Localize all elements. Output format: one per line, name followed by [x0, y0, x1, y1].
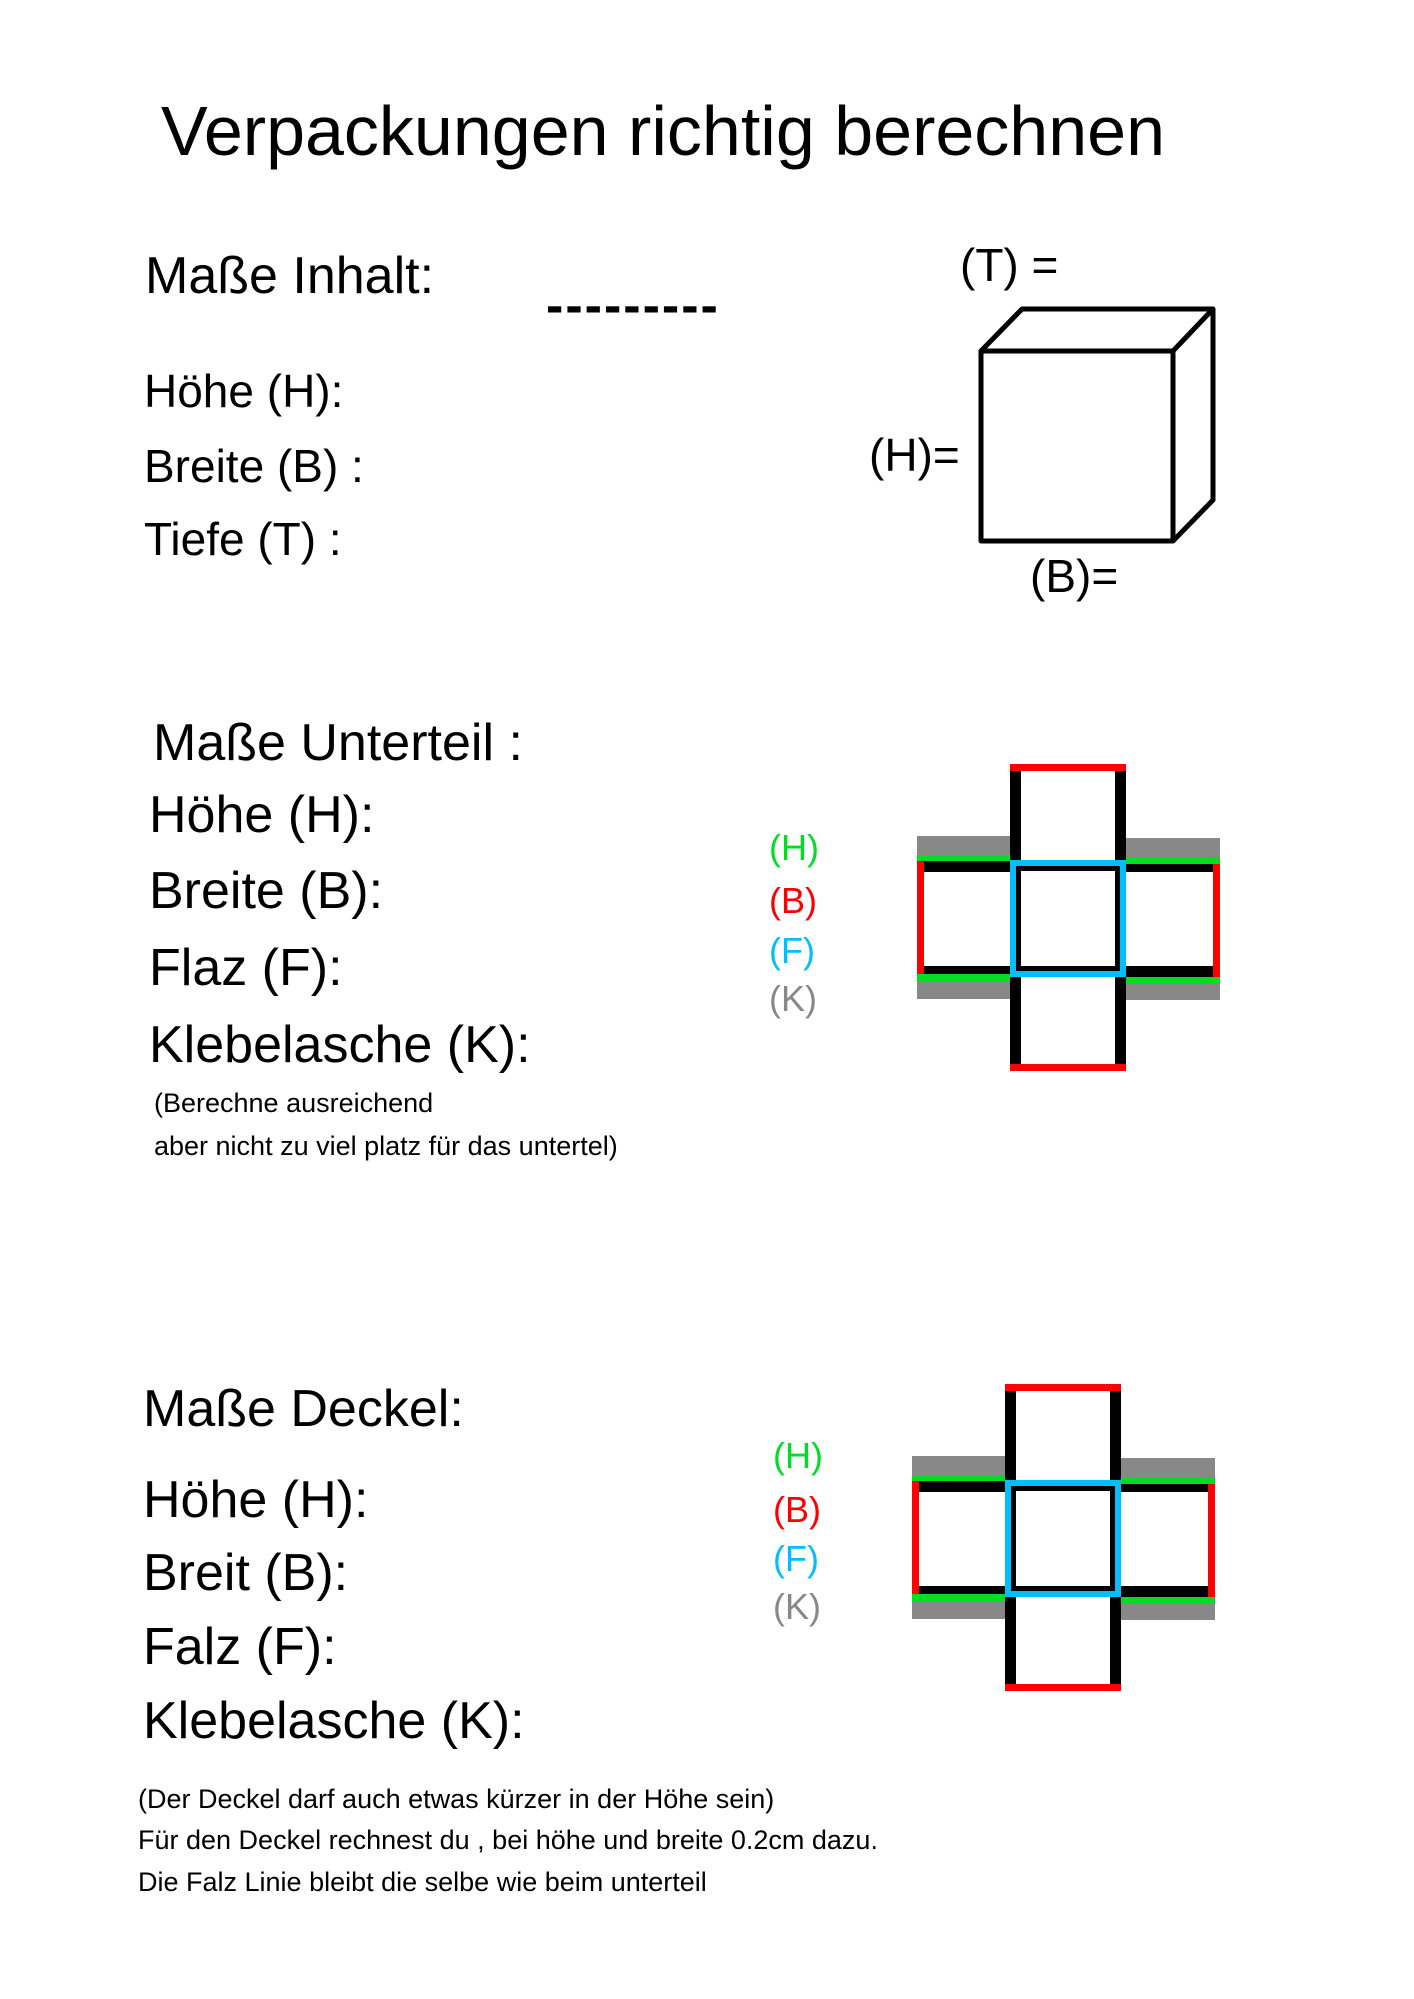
cube-label-b: (B)=: [1030, 550, 1119, 602]
legend-b: (B): [769, 880, 817, 921]
unterteil-heading: Maße Unterteil :: [153, 714, 523, 772]
deckel-falz-label: Falz (F):: [143, 1618, 337, 1676]
unterteil-breite-label: Breite (B):: [149, 862, 384, 920]
unterteil-hoehe-label: Höhe (H):: [149, 786, 375, 844]
deckel-heading: Maße Deckel:: [143, 1380, 464, 1438]
legend-b: (B): [773, 1489, 821, 1530]
legend-h: (H): [773, 1435, 823, 1476]
page-title: Verpackungen richtig berechnen: [161, 92, 1166, 170]
deckel-note: Die Falz Linie bleibt die selbe wie beim…: [138, 1867, 707, 1897]
inhalt-blank-line: ---------: [546, 277, 720, 335]
inhalt-hoehe-label: Höhe (H):: [144, 365, 344, 417]
deckel-breite-label: Breit (B):: [143, 1544, 349, 1602]
deckel-klebelasche-label: Klebelasche (K):: [143, 1692, 525, 1750]
unterteil-note: aber nicht zu viel platz für das unterte…: [154, 1131, 618, 1161]
inhalt-heading: Maße Inhalt:: [145, 247, 435, 305]
cube-label-h: (H)=: [869, 429, 960, 481]
unterteil-note: (Berechne ausreichend: [154, 1088, 434, 1118]
unterteil-falz-label: Flaz (F):: [149, 939, 343, 997]
cube-label-t: (T) =: [960, 239, 1059, 291]
inhalt-tiefe-label: Tiefe (T) :: [144, 513, 342, 565]
unterteil-net-diagram: [917, 764, 1220, 1071]
legend-f: (F): [769, 930, 815, 971]
unterteil-klebelasche-label: Klebelasche (K):: [149, 1016, 531, 1074]
deckel-net-diagram: [912, 1384, 1215, 1691]
deckel-note: Für den Deckel rechnest du , bei höhe un…: [138, 1825, 878, 1855]
legend-h: (H): [769, 827, 819, 868]
legend-k: (K): [769, 978, 817, 1019]
legend-k: (K): [773, 1586, 821, 1627]
deckel-note: (Der Deckel darf auch etwas kürzer in de…: [138, 1784, 775, 1814]
inhalt-breite-label: Breite (B) :: [144, 440, 364, 492]
legend-f: (F): [773, 1538, 819, 1579]
cube-diagram: [978, 306, 1216, 544]
deckel-hoehe-label: Höhe (H):: [143, 1471, 369, 1529]
